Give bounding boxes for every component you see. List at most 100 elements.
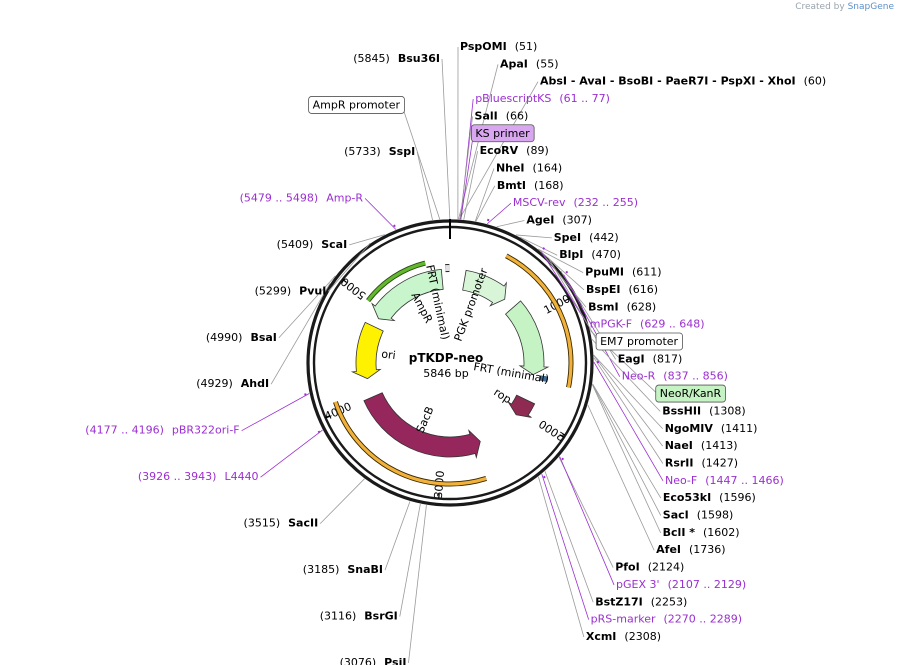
site-position: (55): [536, 57, 559, 70]
site-label-text: BssHII(1308): [662, 404, 745, 417]
site-label-eagi[interactable]: EagI(817): [618, 352, 683, 365]
leader-line: [544, 471, 594, 603]
site-label-text: KS primer: [475, 127, 530, 140]
site-label-ks-primer[interactable]: KS primer: [471, 124, 535, 143]
feature-ori[interactable]: [350, 321, 384, 380]
leader-line: [441, 58, 451, 220]
site-label-ampr-promoter[interactable]: AmpR promoter: [308, 96, 405, 114]
site-label-pspomi[interactable]: PspOMI(51): [460, 40, 537, 53]
feature-ampr[interactable]: [371, 268, 444, 322]
site-label-amp-r[interactable]: (5479 .. 5498)Amp-R: [240, 191, 364, 204]
primer-mark: [542, 475, 546, 479]
leader-line: [496, 220, 525, 228]
site-label-bspei[interactable]: BspEI(616): [586, 283, 658, 296]
leader-line: [592, 383, 662, 516]
site-name: PsiI: [384, 656, 406, 665]
feature-frt-minimal-[interactable]: [540, 375, 548, 382]
feature-pgk-promoter[interactable]: [462, 269, 507, 307]
site-name: PvuI: [299, 284, 326, 297]
site-name: SacII: [288, 517, 318, 530]
site-label-sacii[interactable]: (3515)SacII: [244, 517, 319, 530]
site-label-text: (5733)SspI: [344, 145, 415, 158]
feature-neor-kanr[interactable]: [504, 300, 550, 376]
site-label-snabi[interactable]: (3185)SnaBI: [303, 563, 383, 576]
site-label-eco53ki[interactable]: Eco53kI(1596): [663, 491, 756, 504]
leader-line: [538, 476, 585, 638]
site-label-mpgk-f[interactable]: mPGK-F(629 .. 648): [590, 318, 705, 331]
site-label-text: NeoR/KanR: [660, 387, 722, 400]
site-label-bsshii[interactable]: BssHII(1308): [662, 404, 745, 417]
site-label-prs-marker[interactable]: pRS-marker(2270 .. 2289): [591, 613, 742, 626]
site-name: BsaI: [250, 331, 276, 344]
site-label-sali[interactable]: SalI(66): [475, 109, 529, 122]
site-label-text: NaeI(1413): [665, 439, 738, 452]
site-position: (51): [515, 40, 538, 53]
site-label-rsrii[interactable]: RsrII(1427): [665, 456, 738, 469]
site-label-mscv-rev[interactable]: MSCV-rev(232 .. 255): [513, 196, 638, 209]
primer-mark: [317, 430, 321, 434]
site-label-text: MSCV-rev(232 .. 255): [513, 196, 638, 209]
site-label-ppumi[interactable]: PpuMI(611): [585, 266, 661, 279]
feature-sacb[interactable]: [363, 392, 481, 459]
site-position: (5479 .. 5498): [240, 191, 319, 204]
site-label-naei[interactable]: NaeI(1413): [665, 439, 738, 452]
site-name: NeoR/KanR: [660, 387, 722, 400]
site-label-bsai[interactable]: (4990)BsaI: [206, 331, 277, 344]
site-label-em7-promoter[interactable]: EM7 promoter: [595, 332, 683, 351]
leader-line: [538, 249, 585, 291]
site-label-ngomiv[interactable]: NgoMIV(1411): [665, 422, 758, 435]
site-label-neo-r[interactable]: Neo-R(837 .. 856): [622, 370, 728, 383]
site-label-saci[interactable]: SacI(1598): [663, 509, 734, 522]
site-label-text: Neo-R(837 .. 856): [622, 370, 728, 383]
site-label-text: (4990)BsaI: [206, 331, 277, 344]
site-label-afei[interactable]: AfeI(1736): [656, 543, 725, 556]
feature-label: SacB: [414, 405, 437, 435]
site-label-text: (5479 .. 5498)Amp-R: [240, 191, 364, 204]
site-label-apai[interactable]: ApaI(55): [500, 57, 559, 70]
site-label-pfoi[interactable]: PfoI(2124): [615, 561, 684, 574]
feature-box: [595, 332, 683, 351]
site-label-text: AbsI - AvaI - BsoBI - PaeR7I - PspXI - X…: [540, 75, 826, 88]
leader-line: [539, 250, 587, 308]
site-label-nhei[interactable]: NheI(164): [496, 161, 562, 174]
site-label-text: PspOMI(51): [460, 40, 537, 53]
site-label-psii[interactable]: (3076)PsiI: [340, 656, 407, 665]
site-label-ahdi[interactable]: (4929)AhdI: [196, 377, 269, 390]
site-label-bcli-[interactable]: BclI *(1602): [663, 526, 740, 539]
site-label-neor-kanr[interactable]: NeoR/KanR: [655, 384, 726, 403]
site-label-ecorv[interactable]: EcoRV(89): [480, 144, 549, 157]
site-label-pbluescriptks[interactable]: pBluescriptKS(61 .. 77): [475, 92, 610, 105]
site-label-blpi[interactable]: BlpI(470): [559, 248, 621, 261]
site-label-spei[interactable]: SpeI(442): [554, 231, 619, 244]
site-position: (611): [632, 266, 662, 279]
site-label-bstz17i[interactable]: BstZ17I(2253): [595, 595, 687, 608]
site-label-bsu36i[interactable]: (5845)Bsu36I: [353, 52, 440, 65]
site-label-xcmi[interactable]: XcmI(2308): [586, 630, 661, 643]
site-label-pbr322ori-f[interactable]: (4177 .. 4196)pBR322ori-F: [85, 424, 239, 437]
site-label-pvui[interactable]: (5299)PvuI: [255, 284, 327, 297]
site-position: (1413): [701, 439, 738, 452]
site-label-text: pRS-marker(2270 .. 2289): [591, 613, 742, 626]
site-name: AhdI: [241, 377, 269, 390]
site-label-pgex-3-[interactable]: pGEX 3'(2107 .. 2129): [616, 578, 746, 591]
site-name: PfoI: [615, 561, 640, 574]
site-label-bmti[interactable]: BmtI(168): [497, 179, 564, 192]
site-label-text: (5299)PvuI: [255, 284, 327, 297]
site-label-bsmi[interactable]: BsmI(628): [588, 300, 656, 313]
site-label-absi-avai-bsobi-paer7i-pspxi-xhoi[interactable]: AbsI - AvaI - BsoBI - PaeR7I - PspXI - X…: [540, 75, 826, 88]
leader-line: [463, 151, 478, 220]
site-name: ScaI: [321, 238, 347, 251]
site-position: (307): [562, 214, 592, 227]
site-label-sspi[interactable]: (5733)SspI: [344, 145, 415, 158]
site-label-scai[interactable]: (5409)ScaI: [277, 238, 348, 251]
snapgene-logo[interactable]: SnapGene: [847, 2, 894, 12]
site-label-agei[interactable]: AgeI(307): [526, 214, 592, 227]
site-label-l4440[interactable]: (3926 .. 3943)L4440: [138, 470, 259, 483]
feature-rop[interactable]: [507, 394, 536, 418]
leader-line: [591, 384, 662, 534]
site-label-bsrgi[interactable]: (3116)BsrGI: [320, 610, 398, 623]
site-label-text: RsrII(1427): [665, 456, 738, 469]
site-name: EM7 promoter: [600, 335, 678, 348]
site-label-neo-f[interactable]: Neo-F(1447 .. 1466): [665, 474, 784, 487]
site-label-text: (3515)SacII: [244, 517, 319, 530]
